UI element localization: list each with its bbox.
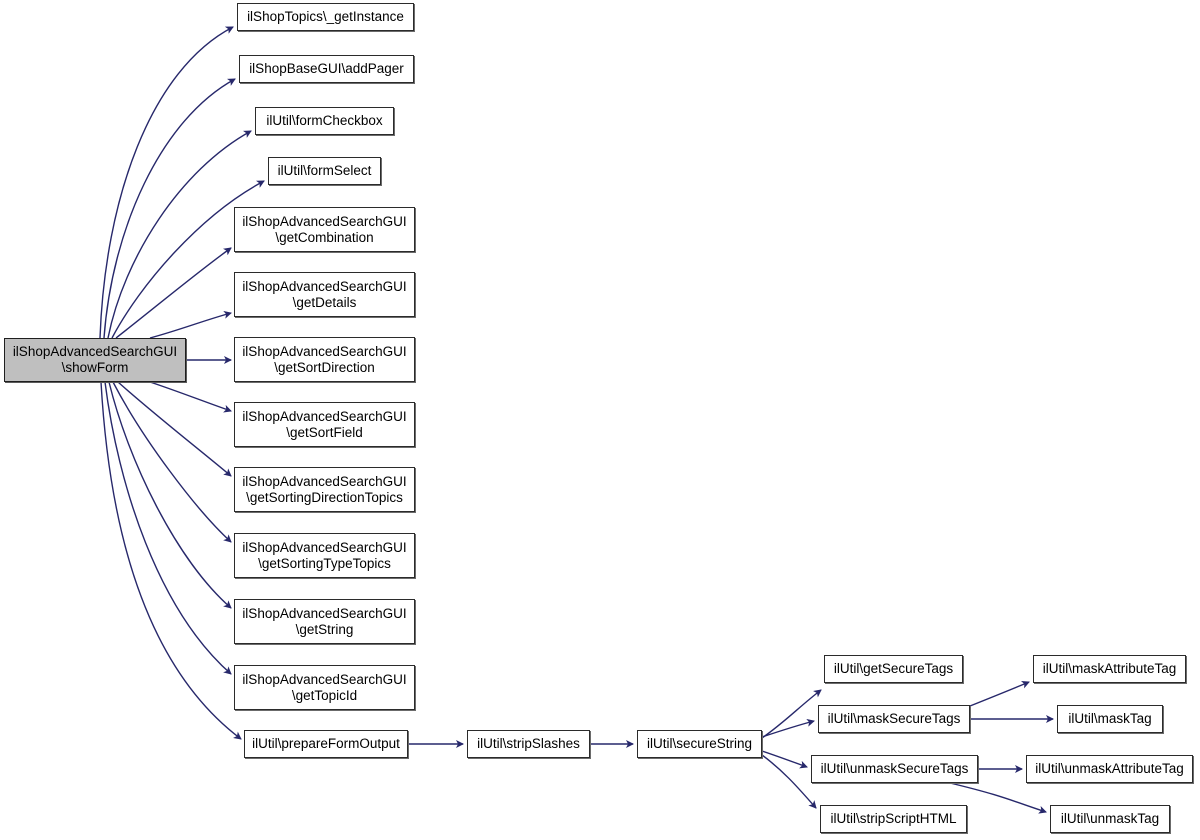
graph-node-getSortingDirectionTopics[interactable]: ilShopAdvancedSearchGUI \getSortingDirec…: [234, 467, 415, 512]
graph-node-getSortField[interactable]: ilShopAdvancedSearchGUI \getSortField: [234, 402, 415, 447]
graph-edge-showForm-to-getInstance: [99, 26, 234, 339]
graph-node-stripSlashes[interactable]: ilUtil\stripSlashes: [467, 730, 590, 758]
graph-edge-showForm-to-getString: [108, 381, 232, 609]
graph-edge-showForm-to-prepareFormOutput: [100, 381, 242, 740]
graph-node-label: ilShopTopics\_getInstance: [247, 9, 404, 24]
graph-node-getSecureTags[interactable]: ilUtil\getSecureTags: [824, 655, 963, 683]
graph-node-label: ilUtil\unmaskAttributeTag: [1035, 761, 1184, 776]
graph-node-label: ilUtil\secureString: [646, 736, 753, 751]
graph-edge-showForm-to-getSortField: [149, 381, 232, 413]
graph-node-addPager[interactable]: ilShopBaseGUI\addPager: [239, 55, 414, 83]
graph-edge-showForm-to-getSortingDirectionTopics: [117, 381, 232, 477]
graph-edge-secureString-to-stripScriptHTML: [761, 754, 817, 809]
graph-node-maskTag[interactable]: ilUtil\maskTag: [1057, 705, 1163, 733]
graph-node-label: ilUtil\unmaskSecureTags: [820, 761, 969, 776]
graph-edge-showForm-to-formCheckbox: [107, 130, 252, 339]
graph-node-label: ilShopAdvancedSearchGUI \getDetails: [242, 278, 407, 310]
graph-node-showForm[interactable]: ilShopAdvancedSearchGUI \showForm: [4, 338, 186, 382]
graph-node-label: ilUtil\stripSlashes: [477, 736, 580, 751]
graph-node-label: ilShopBaseGUI\addPager: [249, 61, 404, 76]
graph-node-formSelect[interactable]: ilUtil\formSelect: [268, 157, 381, 185]
graph-node-label: ilShopAdvancedSearchGUI \getTopicId: [242, 671, 407, 703]
graph-edge-secureString-to-unmaskSecureTags: [761, 750, 808, 769]
graph-node-formCheckbox[interactable]: ilUtil\formCheckbox: [255, 107, 394, 135]
graph-node-label: ilUtil\getSecureTags: [833, 661, 954, 676]
graph-node-label: ilUtil\formSelect: [277, 163, 372, 178]
graph-edge-showForm-to-addPager: [103, 78, 236, 339]
graph-node-label: ilUtil\maskSecureTags: [827, 711, 961, 726]
graph-node-maskAttributeTag[interactable]: ilUtil\maskAttributeTag: [1033, 655, 1186, 683]
graph-edge-showForm-to-getDetails: [149, 310, 232, 339]
graph-node-label: ilShopAdvancedSearchGUI \getSortField: [242, 408, 407, 440]
graph-edge-maskSecureTags-to-maskAttributeTag: [969, 681, 1030, 707]
graph-node-label: ilShopAdvancedSearchGUI \getCombination: [242, 213, 407, 245]
graph-node-unmaskAttributeTag[interactable]: ilUtil\unmaskAttributeTag: [1026, 755, 1193, 783]
graph-node-getTopicId[interactable]: ilShopAdvancedSearchGUI \getTopicId: [234, 665, 415, 710]
graph-node-stripScriptHTML[interactable]: ilUtil\stripScriptHTML: [820, 805, 967, 833]
graph-node-label: ilShopAdvancedSearchGUI \getSortingTypeT…: [242, 539, 407, 571]
graph-node-label: ilShopAdvancedSearchGUI \getString: [242, 605, 407, 637]
graph-node-label: ilUtil\prepareFormOutput: [252, 736, 400, 751]
graph-node-label: ilShopAdvancedSearchGUI \getSortDirectio…: [242, 343, 407, 375]
graph-node-maskSecureTags[interactable]: ilUtil\maskSecureTags: [818, 705, 970, 733]
graph-node-label: ilUtil\formCheckbox: [266, 113, 383, 128]
graph-node-label: ilUtil\unmaskTag: [1060, 811, 1160, 826]
graph-node-getString[interactable]: ilShopAdvancedSearchGUI \getString: [234, 599, 415, 644]
graph-node-unmaskTag[interactable]: ilUtil\unmaskTag: [1050, 805, 1170, 833]
graph-node-prepareFormOutput[interactable]: ilUtil\prepareFormOutput: [244, 730, 408, 758]
graph-node-label: ilShopAdvancedSearchGUI \showForm: [12, 344, 178, 375]
graph-node-label: ilUtil\maskTag: [1068, 711, 1152, 726]
graph-node-getSortingTypeTopics[interactable]: ilShopAdvancedSearchGUI \getSortingTypeT…: [234, 533, 415, 578]
graph-edge-showForm-to-getCombination: [115, 247, 232, 339]
graph-edge-showForm-to-getTopicId: [104, 381, 232, 675]
graph-node-label: ilUtil\maskAttributeTag: [1042, 661, 1177, 676]
graph-node-label: ilShopAdvancedSearchGUI \getSortingDirec…: [242, 473, 407, 505]
graph-node-getDetails[interactable]: ilShopAdvancedSearchGUI \getDetails: [234, 272, 415, 317]
graph-node-unmaskSecureTags[interactable]: ilUtil\unmaskSecureTags: [811, 755, 978, 783]
graph-node-getSortDirection[interactable]: ilShopAdvancedSearchGUI \getSortDirectio…: [234, 337, 415, 382]
graph-node-label: ilUtil\stripScriptHTML: [830, 811, 957, 826]
graph-edge-secureString-to-getSecureTags: [761, 689, 822, 739]
graph-node-getInstance[interactable]: ilShopTopics\_getInstance: [237, 3, 414, 31]
graph-edge-showForm-to-getSortingTypeTopics: [112, 381, 232, 543]
graph-node-getCombination[interactable]: ilShopAdvancedSearchGUI \getCombination: [234, 207, 415, 252]
graph-node-secureString[interactable]: ilUtil\secureString: [637, 730, 762, 758]
graph-edge-secureString-to-maskSecureTags: [761, 718, 815, 738]
